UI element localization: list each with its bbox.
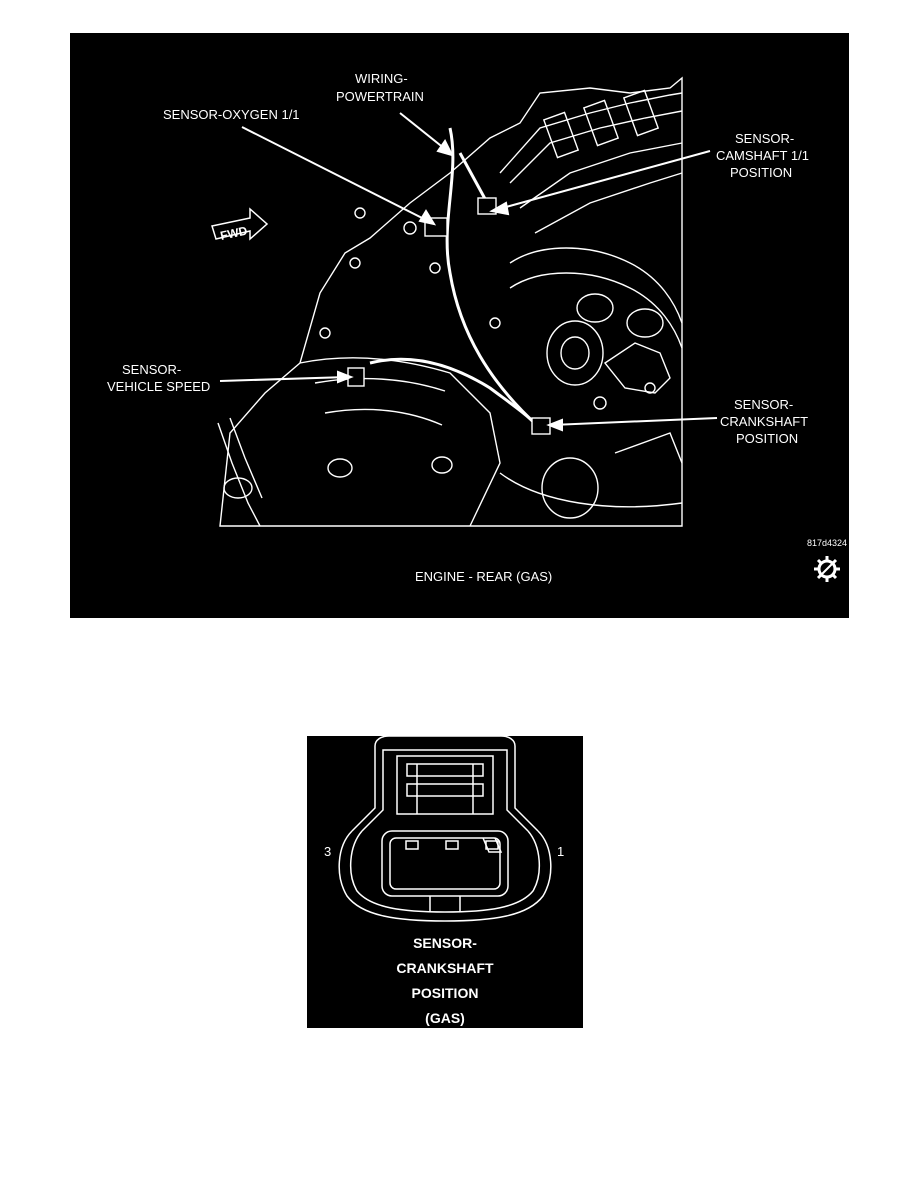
figure-code: 817d4324 xyxy=(807,538,847,548)
crankshaft-label-line2: CRANKSHAFT xyxy=(720,414,808,429)
engine-illustration: FWD WIRING- POWERTRAIN SENSOR-OXYGEN 1/1… xyxy=(107,71,847,584)
connector-body xyxy=(338,735,552,922)
fwd-arrow-icon: FWD xyxy=(211,207,269,243)
wiring-label-line1: WIRING- xyxy=(355,71,408,86)
connector-illustration: 3 1 SENSOR- CRANKSHAFT POSITION (GAS) xyxy=(324,735,564,1026)
vehicle-speed-label-line2: VEHICLE SPEED xyxy=(107,379,210,394)
camshaft-arrowhead xyxy=(489,201,510,216)
pin-label-3: 3 xyxy=(324,844,331,859)
vehicle-speed-label-line1: SENSOR- xyxy=(122,362,181,377)
wiring-label-line2: POWERTRAIN xyxy=(336,89,424,104)
vehicle-speed-leader xyxy=(219,376,349,382)
wiring-arrowhead xyxy=(436,139,454,157)
crankshaft-connector-figure: 3 1 SENSOR- CRANKSHAFT POSITION (GAS) xyxy=(307,735,583,1028)
connector-caption-line1: SENSOR- xyxy=(413,935,477,951)
fwd-label: FWD xyxy=(219,223,249,242)
connector-caption-line2: CRANKSHAFT xyxy=(396,960,494,976)
leader-lines xyxy=(219,112,718,432)
oxygen-sensor-label: SENSOR-OXYGEN 1/1 xyxy=(163,107,300,122)
crankshaft-leader xyxy=(551,417,718,426)
engine-rear-figure: FWD WIRING- POWERTRAIN SENSOR-OXYGEN 1/1… xyxy=(70,33,849,618)
connector-caption-line3: POSITION xyxy=(412,985,479,1001)
camshaft-label-line1: SENSOR- xyxy=(735,131,794,146)
camshaft-label-line3: POSITION xyxy=(730,165,792,180)
crankshaft-label-line1: SENSOR- xyxy=(734,397,793,412)
crankshaft-arrowhead xyxy=(546,418,563,432)
camshaft-leader xyxy=(494,150,711,211)
vehicle-speed-arrowhead xyxy=(337,370,354,384)
oxygen-arrowhead xyxy=(418,209,437,226)
pin-label-1: 1 xyxy=(557,844,564,859)
engine-figure-caption: ENGINE - REAR (GAS) xyxy=(415,569,552,584)
gear-service-icon xyxy=(814,556,840,582)
connector-caption-line4: (GAS) xyxy=(425,1010,465,1026)
oxygen-leader xyxy=(241,126,433,224)
engine-drawing xyxy=(217,76,683,527)
camshaft-label-line2: CAMSHAFT 1/1 xyxy=(716,148,809,163)
crankshaft-label-line3: POSITION xyxy=(736,431,798,446)
